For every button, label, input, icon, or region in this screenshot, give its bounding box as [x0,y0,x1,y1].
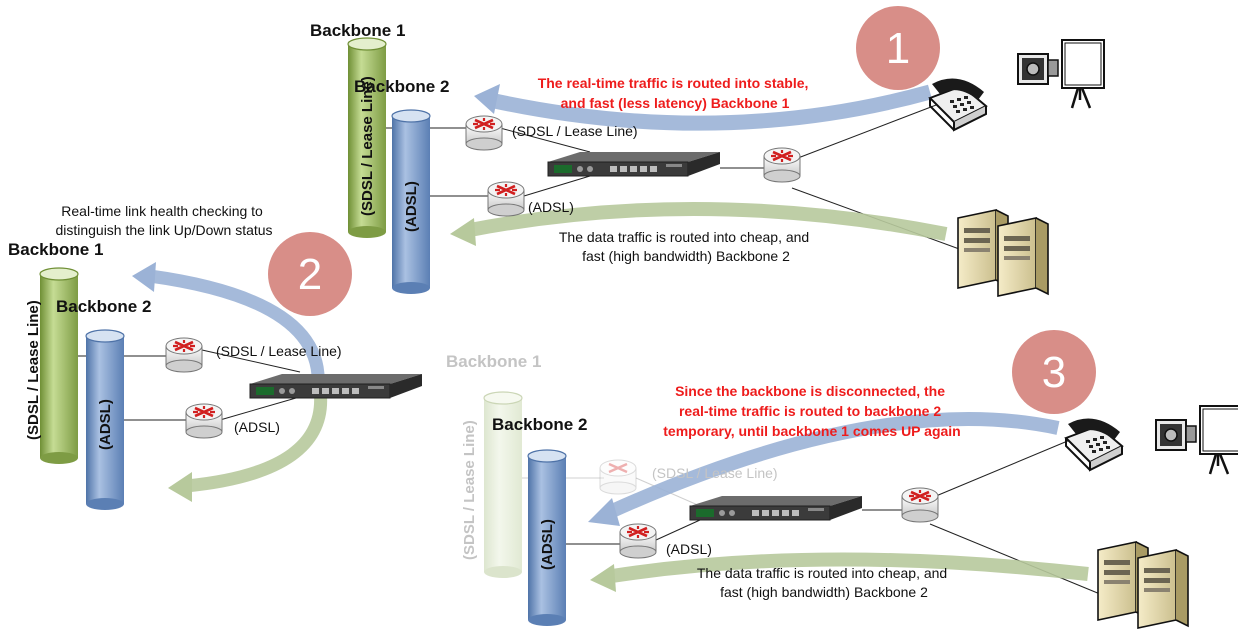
backbone-2-title: Backbone 2 [354,77,449,96]
load-balancer-icon [249,373,423,399]
health-check-arrowhead-up [132,262,156,292]
backbone-2-cylinder: (ADSL) [527,449,567,626]
scenario-3: (SDSL / Lease Line) (ADSL) Backbone 1 Ba… [446,330,1238,629]
router-sdsl-label-disconnected: (SDSL / Lease Line) [652,465,778,481]
step-3-number: 3 [1042,348,1066,397]
backbone-2-cylinder: (ADSL) [85,329,125,510]
telephone-icon [1065,417,1123,471]
backbone-2-title: Backbone 2 [492,415,587,434]
router-disconnected-icon [598,458,638,496]
backbone-2-cylinder: (ADSL) [391,109,431,294]
router-adsl-label: (ADSL) [234,419,280,435]
data-routing-note: The data traffic is routed into cheap, a… [697,565,951,600]
step-2-number: 2 [298,250,322,299]
load-balancer-icon [689,495,863,521]
health-check-arrow-up [149,269,325,387]
failover-traffic-arrowhead [588,498,620,526]
router-icon [164,336,204,374]
backbone-1-title-disconnected: Backbone 1 [446,352,541,371]
health-check-note: Real-time link health checking to distin… [55,203,272,238]
server-icon [957,209,1049,297]
data-routing-note: The data traffic is routed into cheap, a… [559,229,813,264]
backbone-1-title: Backbone 1 [8,240,103,259]
server-icon [1097,541,1189,629]
backbone-1-title: Backbone 1 [310,21,405,40]
backbone-2-link-label: (ADSL) [539,519,556,570]
backbone-1-link-label: (SDSL / Lease Line) [25,300,42,440]
backbone-1-link-label: (SDSL / Lease Line) [359,76,376,216]
data-traffic-arrow-3 [610,552,1089,583]
router-icon [900,486,940,524]
backbone-2-link-label: (ADSL) [403,181,420,232]
router-icon [762,146,802,184]
video-conference-icon [1154,404,1238,476]
failover-routing-note: Since the backbone is disconnected, the … [663,383,960,439]
backbone-1-cylinder: (SDSL / Lease Line) [347,37,387,238]
realtime-routing-note: The real-time traffic is routed into sta… [538,75,813,111]
backbone-1-cylinder-disconnected: (SDSL / Lease Line) [461,391,523,578]
router-adsl-label: (ADSL) [666,541,712,557]
backbone-1-cylinder: (SDSL / Lease Line) [25,267,79,464]
failover-traffic-arrow [607,411,1060,519]
backbone-1-link-label: (SDSL / Lease Line) [461,420,478,560]
scenario-3-links [566,439,1101,595]
scenario-2: (SDSL / Lease Line) (ADSL) Backbone 1 Ba… [8,203,423,510]
backbone-2-title: Backbone 2 [56,297,151,316]
router-icon [618,522,658,560]
router-sdsl-label: (SDSL / Lease Line) [216,343,342,359]
realtime-traffic-arrowhead-1 [474,84,500,114]
health-check-arrowhead-down [168,472,192,502]
step-2-badge [268,232,352,316]
step-1-number: 1 [886,24,910,73]
router-icon [486,180,526,218]
data-traffic-arrowhead-1 [450,218,476,246]
data-traffic-arrowhead-3 [590,564,616,592]
health-check-arrow-down [185,389,328,493]
step-3-badge [1012,330,1096,414]
router-sdsl-label: (SDSL / Lease Line) [512,123,638,139]
backbone-2-link-label: (ADSL) [97,399,114,450]
data-traffic-arrow-1 [468,202,948,241]
step-1-badge [856,6,940,90]
telephone-icon [929,77,987,131]
realtime-traffic-arrow-1 [488,84,932,131]
load-balancer-icon [547,151,721,177]
router-icon [464,114,504,152]
router-adsl-label: (ADSL) [528,199,574,215]
video-conference-icon [1016,38,1106,110]
router-icon [184,402,224,440]
scenario-1: (SDSL / Lease Line) (ADSL) Backbone 1 Ba… [310,6,1106,297]
